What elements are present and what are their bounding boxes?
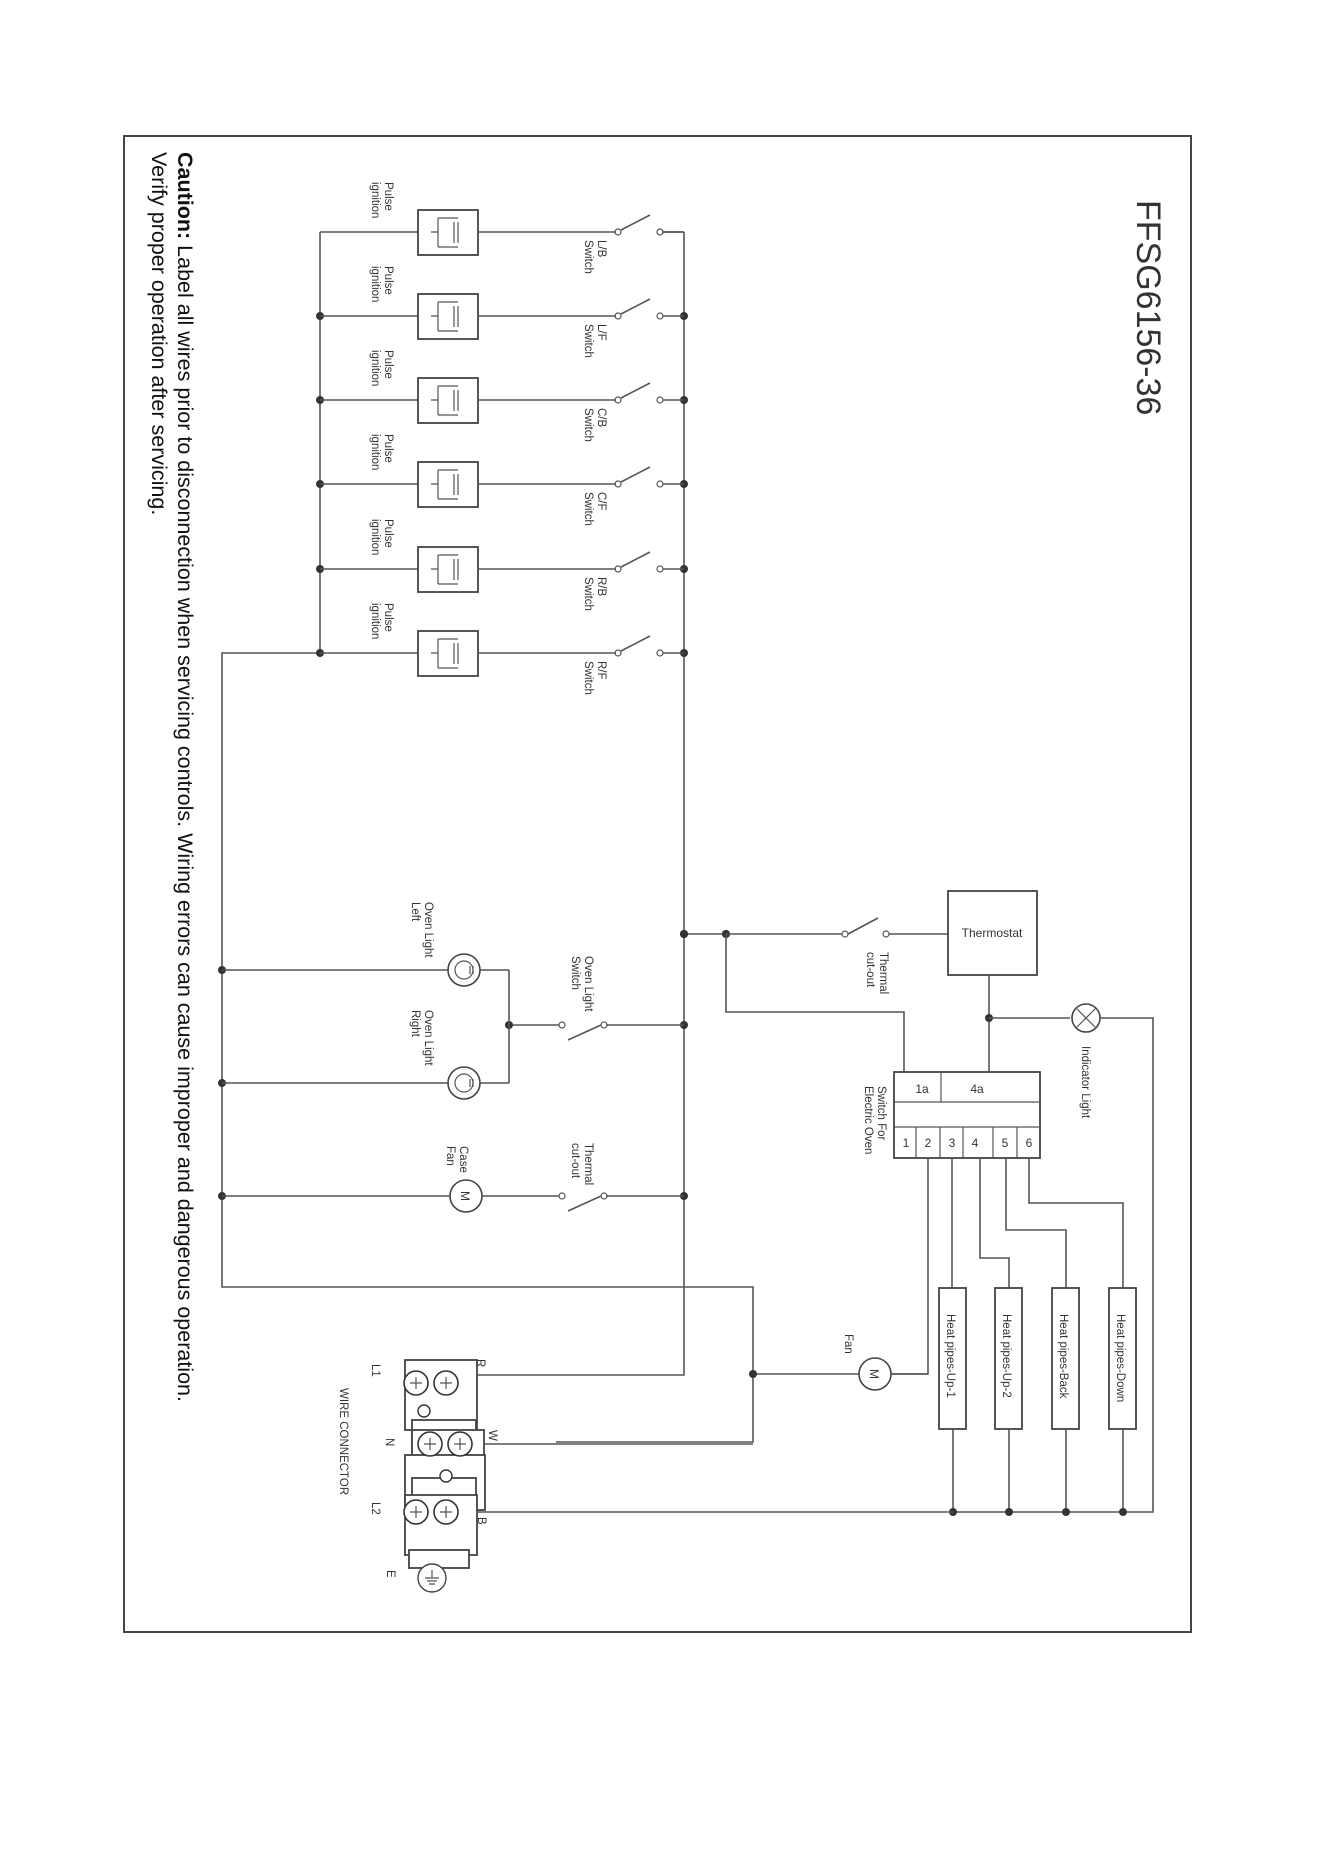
model-title: FFSG6156-36 (1129, 200, 1167, 415)
oven-light-switch-label: Oven LightSwitch (569, 956, 594, 1012)
fan-motor-symbol: M (867, 1369, 881, 1379)
burner-row: Pulseignition C/BSwitch (316, 350, 688, 442)
fan-label: Fan (842, 1334, 854, 1354)
pulse-ignition-box (417, 630, 479, 677)
oven-switch-box (893, 1071, 1041, 1159)
heat-pipe-label: Heat pipes-Up-2 (1000, 1314, 1012, 1398)
burner-switch-label: C/BSwitch (582, 408, 607, 442)
pulse-ignition-label: Pulseignition (369, 182, 394, 218)
heat-pipe-label: Heat pipes-Down (1114, 1314, 1126, 1402)
burner-switch-label: R/BSwitch (582, 577, 607, 611)
diagram-frame (123, 135, 1192, 1633)
pulse-ignition-label: Pulseignition (369, 603, 394, 639)
wire-connector-title: WIRE CONNECTOR (337, 1388, 349, 1495)
heat-pipe-label: Heat pipes-Up-1 (944, 1314, 956, 1398)
oven-switch-terminal: 3 (949, 1136, 956, 1150)
burner-switch-label: L/FSwitch (582, 324, 607, 358)
oven-light-circuit: Oven LightSwitch Oven LightLeft Oven Lig… (218, 902, 730, 1200)
pulse-ignition-box (417, 377, 479, 424)
burner-switch-label: L/BSwitch (582, 240, 607, 274)
oven-switch-label: Switch ForElectric Oven (862, 1086, 887, 1154)
oven-light-left-icon (447, 953, 481, 987)
connector-terminal-l2: L2 (369, 1502, 381, 1515)
thermostat-box (947, 890, 1038, 976)
caution-line1: Label all wires prior to disconnection w… (173, 239, 197, 1402)
pulse-ignition-label: Pulseignition (369, 519, 394, 555)
burner-row: Pulseignition C/FSwitch (316, 434, 688, 526)
oven-switch-terminal: 4 (972, 1136, 979, 1150)
case-fan-label: CaseFan (444, 1146, 469, 1173)
heat-pipe: Heat pipes-Back (1051, 1287, 1080, 1516)
oven-switch-terminal: 6 (1026, 1136, 1033, 1150)
burner-row: Pulseignition R/FSwitch (316, 603, 688, 695)
case-fan-circuit: Thermalcut-out M CaseFan (222, 1143, 684, 1213)
pulse-ignition-label: Pulseignition (369, 266, 394, 302)
thermostat-circuit: Thermalcut-out Thermostat (680, 890, 1038, 1072)
oven-light-right-icon (447, 1066, 481, 1100)
oven-switch-block: 1a 4a 1 2 3 4 5 6 Switch ForElectric Ove… (862, 1071, 1041, 1159)
case-fan-cutout-label: Thermalcut-out (569, 1143, 594, 1185)
burner-switch-label: R/FSwitch (582, 661, 607, 695)
case-fan-motor-symbol: M (458, 1191, 472, 1201)
burner-row: Pulseignition L/BSwitch (320, 182, 684, 274)
heat-pipe: Heat pipes-Down (1108, 1287, 1137, 1516)
indicator-light-label: Indicator Light (1079, 1046, 1091, 1119)
caution-text: Caution: Label all wires prior to discon… (173, 152, 197, 1402)
fan-motor: M Fan (749, 1334, 928, 1391)
connector-terminal-b: B (475, 1517, 487, 1525)
pulse-ignition-label: Pulseignition (369, 434, 394, 470)
neutral-bus-long (221, 652, 754, 1443)
thermostat-cutout-label: Thermalcut-out (864, 952, 889, 994)
heat-pipe: Heat pipes-Up-2 (994, 1287, 1023, 1516)
caution-label: Caution: (173, 152, 197, 239)
oven-light-right-label: Oven LightRight (409, 1010, 434, 1066)
wire-connector: R W B L1 N L2 WIRE CONNECTOR E (337, 1359, 753, 1593)
connector-terminal-l1: L1 (369, 1364, 381, 1377)
oven-switch-top-4a: 4a (970, 1082, 984, 1096)
oven-switch-terminal: 2 (925, 1136, 932, 1150)
heat-pipe: Heat pipes-Up-1 (938, 1287, 967, 1516)
pulse-ignition-box (417, 293, 479, 340)
pulse-ignition-box (417, 461, 479, 508)
indicator-light: Indicator Light (953, 1003, 1154, 1513)
burner-row: Pulseignition L/FSwitch (316, 266, 688, 358)
connector-terminal-r: R (474, 1359, 486, 1367)
thermostat-label: Thermostat (962, 926, 1023, 940)
pulse-ignition-box (417, 546, 479, 593)
oven-switch-terminal: 1 (903, 1136, 910, 1150)
caution-line2: Verify proper operation after servicing. (147, 152, 171, 515)
connector-terminal-w: W (486, 1430, 498, 1441)
heat-pipe-label: Heat pipes-Back (1057, 1314, 1069, 1399)
burner-switch-label: C/FSwitch (582, 492, 607, 526)
connector-terminal-n: N (383, 1438, 395, 1446)
oven-switch-top-1a: 1a (915, 1082, 929, 1096)
pulse-ignition-label: Pulseignition (369, 350, 394, 386)
pulse-ignition-box (417, 209, 479, 256)
burner-row: Pulseignition R/BSwitch (316, 519, 688, 611)
oven-light-left-label: Oven LightLeft (409, 902, 434, 958)
ground-label: E (384, 1570, 396, 1578)
oven-switch-terminal: 5 (1002, 1136, 1009, 1150)
